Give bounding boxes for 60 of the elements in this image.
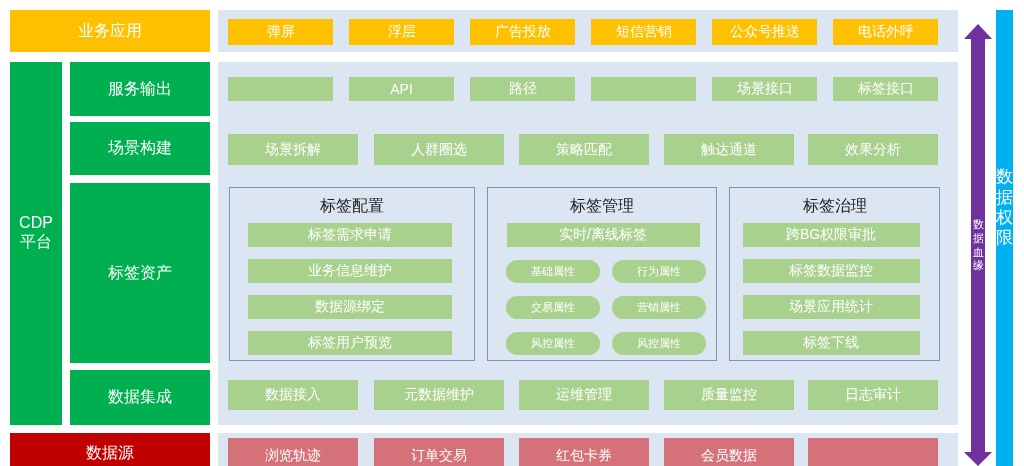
item-box: 数据接入 bbox=[228, 380, 358, 410]
item-box: 标签需求申请 bbox=[247, 222, 452, 247]
layer-box: 标签资产 bbox=[70, 183, 210, 363]
layer-box: 数据集成 bbox=[70, 370, 210, 425]
item-box: 会员数据 bbox=[664, 438, 794, 466]
layer-box: CDP平台 bbox=[10, 62, 62, 425]
item-box: 标签数据监控 bbox=[742, 258, 920, 283]
band-background bbox=[218, 10, 958, 52]
item-box: 数据源绑定 bbox=[247, 294, 452, 319]
attribute-pill: 交易属性 bbox=[505, 295, 600, 319]
panel-box bbox=[729, 187, 940, 361]
attribute-pill: 基础属性 bbox=[505, 259, 600, 283]
panel-title: 标签配置 bbox=[319, 196, 385, 216]
item-box: 元数据维护 bbox=[374, 380, 504, 410]
item-box: 浏览轨迹 bbox=[228, 438, 358, 466]
item-box: 运维管理 bbox=[519, 380, 649, 410]
layer-box: 数据源 bbox=[10, 433, 210, 466]
item-box: 策略匹配 bbox=[519, 134, 649, 165]
item-box: 标签接口 bbox=[833, 77, 938, 101]
item-box: 广告投放 bbox=[470, 19, 575, 45]
item-box: 标签下线 bbox=[742, 330, 920, 355]
item-box: 场景应用统计 bbox=[742, 294, 920, 319]
item-box: 红包卡券 bbox=[519, 438, 649, 466]
layer-box: 场景构建 bbox=[70, 122, 210, 175]
blank-box bbox=[808, 438, 938, 466]
item-box: 日志审计 bbox=[808, 380, 938, 410]
item-box: 效果分析 bbox=[808, 134, 938, 165]
item-box: 电话外呼 bbox=[833, 19, 938, 45]
item-box: 质量监控 bbox=[664, 380, 794, 410]
item-box: 业务信息维护 bbox=[247, 258, 452, 283]
item-box: 短信营销 bbox=[591, 19, 696, 45]
panel-box bbox=[487, 187, 717, 361]
layer-box: 业务应用 bbox=[10, 10, 210, 52]
attribute-pill: 风控属性 bbox=[505, 331, 600, 355]
band-background bbox=[218, 433, 958, 466]
item-box: 实时/离线标签 bbox=[506, 222, 700, 247]
item-box: 场景接口 bbox=[712, 77, 817, 101]
item-box: 公众号推送 bbox=[712, 19, 817, 45]
item-box: 路径 bbox=[470, 77, 575, 101]
item-box: 场景拆解 bbox=[228, 134, 358, 165]
blank-box bbox=[228, 77, 333, 101]
panel-title: 标签管理 bbox=[569, 196, 635, 216]
item-box: 人群圈选 bbox=[374, 134, 504, 165]
item-box: 跨BG权限审批 bbox=[742, 222, 920, 247]
panel-title: 标签治理 bbox=[801, 196, 868, 216]
item-box: 浮层 bbox=[349, 19, 454, 45]
item-box: 订单交易 bbox=[374, 438, 504, 466]
attribute-pill: 行为属性 bbox=[611, 259, 706, 283]
band-background bbox=[218, 62, 958, 425]
item-box: 标签用户预览 bbox=[247, 330, 452, 355]
item-box: API bbox=[349, 77, 454, 101]
layer-box: 服务输出 bbox=[70, 62, 210, 116]
permission-bar: 数据权限 bbox=[996, 10, 1013, 466]
attribute-pill: 风控属性 bbox=[611, 331, 706, 355]
arrow-label: 数据血缘 bbox=[971, 218, 985, 273]
attribute-pill: 营销属性 bbox=[611, 295, 706, 319]
item-box: 触达通道 bbox=[664, 134, 794, 165]
item-box: 弹屏 bbox=[228, 19, 333, 45]
blank-box bbox=[591, 77, 696, 101]
panel-box bbox=[229, 187, 475, 361]
